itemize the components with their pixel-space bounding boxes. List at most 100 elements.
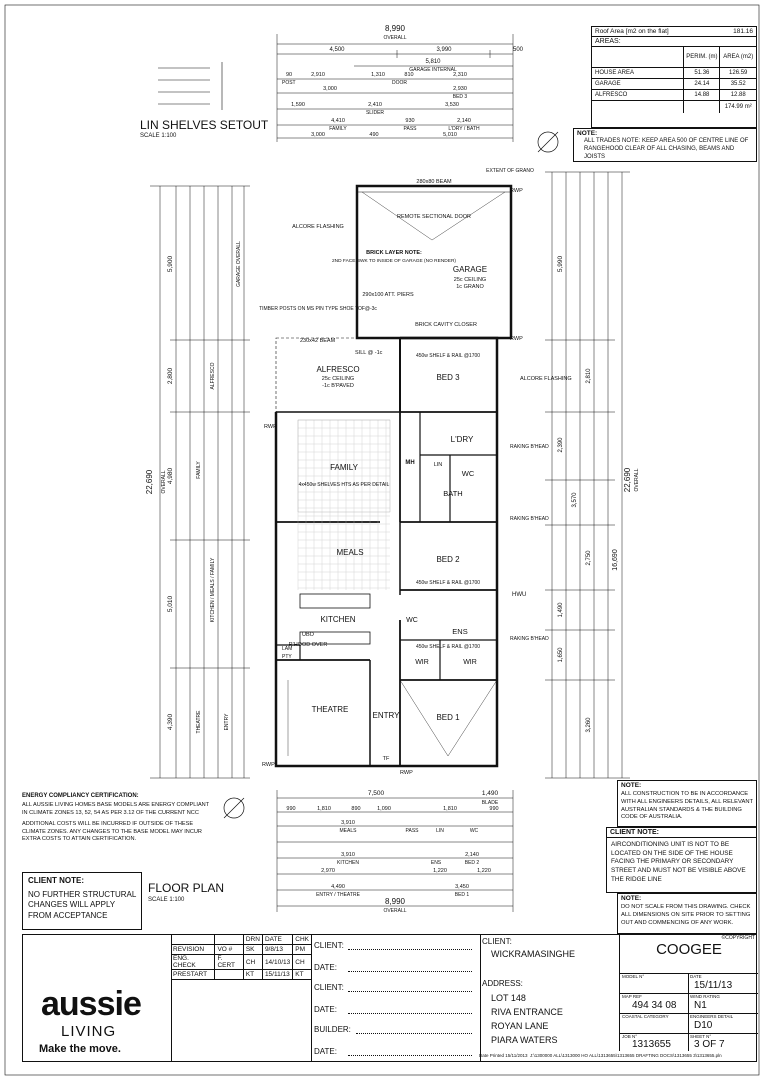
dim-bot-overall-label: OVERALL — [383, 908, 406, 914]
room-entry: ENTRY — [373, 711, 401, 720]
dim-top-r4-b: 2,410 — [368, 102, 382, 108]
raking-1: RAKING B'HEAD — [510, 444, 549, 450]
dim-top-r6-b: 490 — [369, 132, 378, 138]
dim-left-alfresco: ALFRESCO — [210, 362, 216, 389]
table-row: GARAGE 24.14 35.52 — [592, 78, 756, 90]
dim-top-r5-e: 2,140 — [457, 118, 471, 124]
client-note-left-body: NO FURTHER STRUCTURAL CHANGES WILL APPLY… — [28, 890, 137, 920]
energy-note: ENERGY COMPLIANCY CERTIFICATION: ALL AUS… — [22, 793, 212, 871]
dim-top-overall: 8,990 — [385, 24, 406, 33]
family-shelves: 4x450w SHELVES HTS AS PER DETAIL — [299, 482, 390, 488]
room-bed3: BED 3 — [436, 373, 460, 382]
dim-top-r2-g: 2,310 — [453, 72, 467, 78]
dim-right-bath: 3,570 — [572, 492, 578, 508]
dim-bot-wc: WC — [470, 828, 479, 834]
alcore-flashing-2: ALCORE FLASHING — [520, 376, 572, 382]
roof-area-label: Roof Area [m2 on the flat] — [595, 28, 669, 35]
rwp-1: RWP — [510, 188, 523, 194]
dim-right-overall-label: OVERALL — [634, 468, 640, 491]
client-note-left: CLIENT NOTE: NO FURTHER STRUCTURAL CHANG… — [22, 872, 142, 930]
tf: TF — [383, 756, 390, 762]
dim-top-r1-a: 4,500 — [329, 47, 345, 53]
tb-eng: D10 — [694, 1020, 713, 1031]
sheet-border — [4, 4, 760, 1076]
dim-bot-entry-theatre: ENTRY / THEATRE — [316, 892, 360, 898]
tb-job: 1313655 — [632, 1039, 671, 1050]
dim-left-seg-1: 5,900 — [167, 255, 174, 272]
dim-left-kitchen-meals: KITCHEN / MEALS / FAMILY — [210, 557, 216, 622]
room-ens: ENS — [452, 627, 467, 636]
dim-bot-r2-e: 1,810 — [443, 806, 457, 812]
top-dimensions — [276, 34, 514, 142]
room-lin: LIN — [434, 462, 443, 468]
dim-left-garage-overall: GARAGE OVERALL — [236, 241, 242, 287]
dim-top-door: DOOR — [392, 80, 407, 86]
dim-bot-r5-f: 1,220 — [477, 868, 491, 874]
room-alfresco: ALFRESCO — [316, 365, 359, 374]
extent-grano: EXTENT OF GRANO — [486, 168, 534, 174]
areas-total: 174.99 m² — [719, 100, 756, 113]
garage-ceiling: 25c CEILING — [454, 277, 486, 283]
note-top: NOTE: ALL TRADES NOTE: KEEP AREA 500 OF … — [573, 128, 757, 162]
tile-grid — [297, 419, 390, 590]
dim-right-total: 16,690 — [612, 549, 619, 571]
dim-top-pass: PASS — [404, 126, 418, 132]
dim-top-garage-int: GARAGE INTERNAL — [409, 67, 457, 73]
dim-bot-bed1: BED 1 — [455, 892, 470, 898]
areas-grid: PERIM. (m) AREA (m2) HOUSE AREA 51.36 12… — [592, 47, 756, 113]
client-name: WICKRAMASINGHE — [491, 949, 576, 959]
client-panel: CLIENT: WICKRAMASINGHE ADDRESS: LOT 148 … — [479, 935, 722, 1061]
garage-beam: 280x80 BEAM — [416, 179, 452, 185]
dim-right-ldry: 2,390 — [558, 437, 564, 453]
dim-top-r2-d: 1,310 — [371, 72, 385, 78]
dim-left-seg-3: 4,980 — [167, 467, 174, 484]
dim-top-ldry: L'DRY / BATH — [448, 126, 480, 132]
brand-panel: aussie LIVING Make the move. — [23, 935, 172, 1061]
raking-2: RAKING B'HEAD — [510, 516, 549, 522]
dim-right-ens: 1,490 — [558, 602, 564, 618]
table-row: ENG. CHECK F. CERT CH 14/10/13 CH — [171, 954, 311, 970]
dim-left-overall: 22,690 — [145, 469, 154, 494]
dim-bot-r6-c: 3,450 — [455, 884, 469, 890]
alfresco-floor: -1c B'PAVED — [322, 383, 354, 389]
table-row: PRESTART KT 15/11/13 KT — [171, 969, 311, 980]
dim-top-r5-a: 4,410 — [331, 118, 345, 124]
plan-scale: SCALE 1:100 — [148, 897, 185, 903]
bed2-shelf: 450w SHELF & RAIL @1700 — [416, 580, 480, 586]
rwp-2: RWP — [510, 336, 523, 342]
title-block: aussie LIVING Make the move. DRN DATE CH… — [22, 934, 758, 1062]
note-top-title: NOTE: — [577, 130, 598, 137]
energy-body-1: ALL AUSSIE LIVING HOMES BASE MODELS ARE … — [22, 802, 210, 816]
col-area: AREA (m2) — [719, 47, 756, 68]
roof-area-value: 181.16 — [733, 28, 753, 35]
signature-panel: CLIENT: DATE: CLIENT: DATE: BUILDER: DAT… — [311, 935, 481, 1061]
note-right-2: NOTE: DO NOT SCALE FROM THIS DRAWING. CH… — [617, 893, 757, 934]
model-name: COOGEE — [656, 941, 722, 958]
bed3-shelf: 450w SHELF & RAIL @1700 — [416, 353, 480, 359]
dim-top-r6-a: 3,000 — [311, 132, 325, 138]
alfresco-ceiling: 25c CEILING — [322, 376, 354, 382]
note-top-body: ALL TRADES NOTE: KEEP AREA 500 OF CENTRE… — [584, 138, 749, 160]
brand-name: aussie — [41, 985, 142, 1023]
dim-bot-bed2: BED 2 — [465, 860, 480, 866]
dim-bot-r5-a: 2,970 — [321, 868, 335, 874]
beam-alfresco: 230x42 BEAM — [300, 338, 336, 344]
room-garage: GARAGE — [453, 265, 487, 274]
rhood: R'HOOD OVER — [289, 642, 328, 648]
north-arrow-icon-2 — [223, 797, 245, 819]
dim-top-r4-a: 1,590 — [291, 102, 305, 108]
revision-table: DRN DATE CHK REVISION VO # SK 9/8/13 PM … — [171, 935, 311, 980]
hwu: HWU — [512, 592, 526, 598]
brick-cavity: BRICK CAVITY CLOSER — [415, 322, 477, 328]
room-kitchen: KITCHEN — [320, 615, 355, 624]
table-row: ALFRESCO 14.88 12.88 — [592, 89, 756, 101]
north-arrow-icon — [537, 131, 559, 153]
dim-top-bed3: BED 3 — [453, 94, 468, 100]
room-family: FAMILY — [330, 463, 359, 472]
dim-top-r2-a: 90 — [286, 72, 292, 78]
dim-top-r1-b: 3,990 — [436, 47, 452, 53]
dim-bot-blade: BLADE — [482, 800, 499, 806]
room-bed2: BED 2 — [436, 555, 460, 564]
brand-living: LIVING — [61, 1023, 117, 1040]
